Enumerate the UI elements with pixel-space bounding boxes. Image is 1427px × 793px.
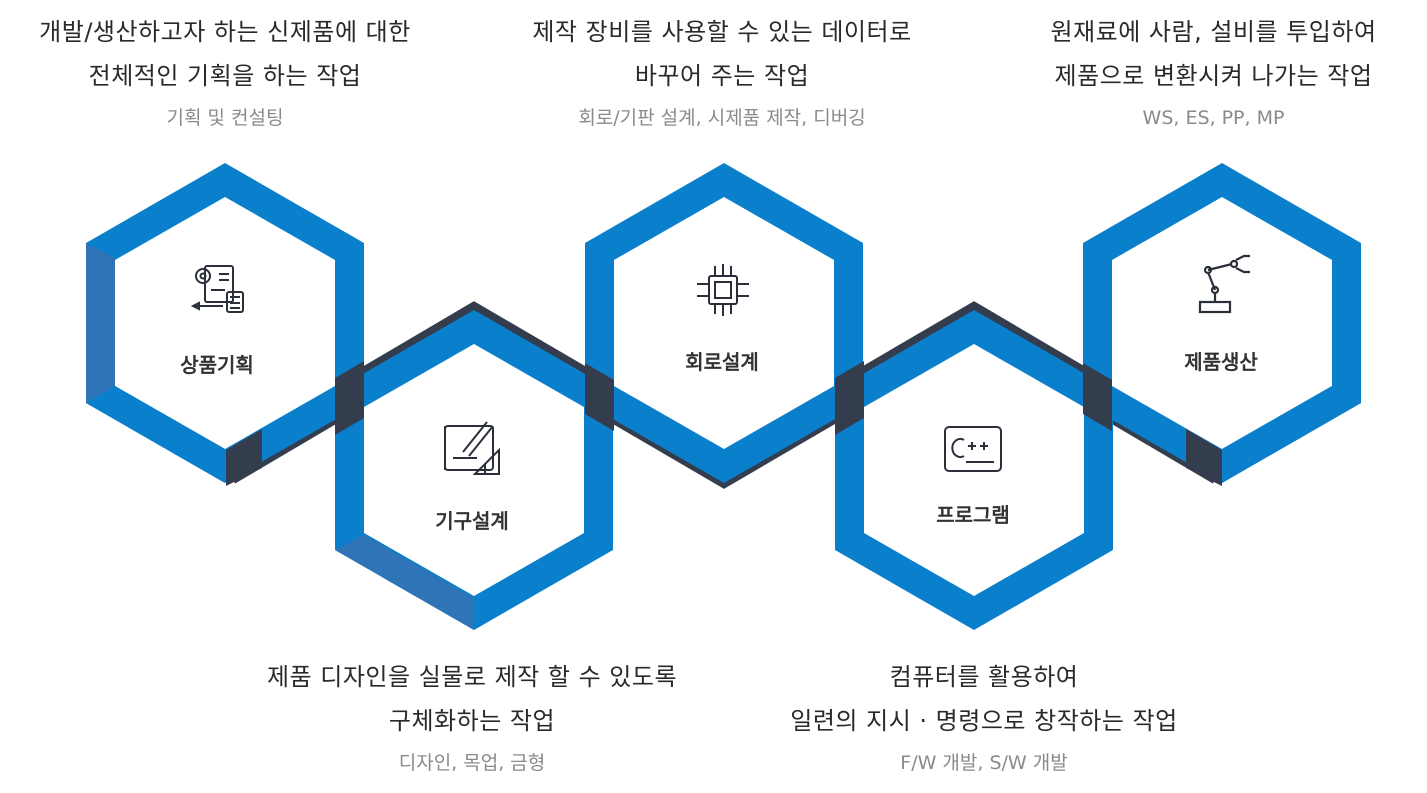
stage-label-planning: 상품기획 xyxy=(180,353,254,377)
description-program: 컴퓨터를 활용하여 일련의 지시 · 명령으로 창작하는 작업 F/W 개발, … xyxy=(732,655,1236,783)
description-program-line-2: 일련의 지시 · 명령으로 창작하는 작업 xyxy=(790,707,1178,735)
cpp-code-icon xyxy=(944,426,1002,472)
hex1-bottom-cover xyxy=(86,386,225,483)
description-circuit-line-1: 제작 장비를 사용할 수 있는 데이터로 xyxy=(532,18,912,46)
description-circuit-line-2: 바꾸어 주는 작업 xyxy=(634,62,810,90)
stage-label-production: 제품생산 xyxy=(1184,350,1258,374)
hexagon-circuit xyxy=(585,163,863,483)
description-production: 원재료에 사람, 설비를 투입하여 제품으로 변환시켜 나가는 작업 WS, E… xyxy=(1000,10,1427,138)
description-production-line-2: 제품으로 변환시켜 나가는 작업 xyxy=(1054,62,1373,90)
description-production-line-1: 원재료에 사람, 설비를 투입하여 xyxy=(1050,18,1377,46)
connector-overlap-4 xyxy=(1083,363,1112,431)
blueprint-drafting-icon xyxy=(444,421,500,475)
hex5-bottom-cover xyxy=(1222,386,1361,483)
connector-overlap-1 xyxy=(335,361,364,435)
connector-end-left xyxy=(226,429,262,486)
planning-document-icon xyxy=(190,265,244,313)
connector-overlap-3 xyxy=(835,361,864,435)
description-planning-detail: 기획 및 컨설팅 xyxy=(166,107,284,129)
description-program-line-1: 컴퓨터를 활용하여 xyxy=(889,663,1079,691)
hexagon-planning xyxy=(86,163,364,483)
connector-end-right xyxy=(1186,429,1222,486)
description-production-detail: WS, ES, PP, MP xyxy=(1142,107,1285,129)
connector-overlap-2 xyxy=(585,363,614,431)
description-circuit: 제작 장비를 사용할 수 있는 데이터로 바꾸어 주는 작업 회로/기판 설계,… xyxy=(492,10,952,138)
stage-label-mechanism: 기구설계 xyxy=(435,509,509,533)
description-mechanism-detail: 디자인, 목업, 금형 xyxy=(398,752,546,774)
description-mechanism-line-2: 구체화하는 작업 xyxy=(388,707,556,735)
description-program-detail: F/W 개발, S/W 개발 xyxy=(900,752,1068,774)
description-planning-line-2: 전체적인 기획을 하는 작업 xyxy=(88,62,362,90)
description-circuit-detail: 회로/기판 설계, 시제품 제작, 디버깅 xyxy=(578,107,866,129)
description-mechanism: 제품 디자인을 실물로 제작 할 수 있도록 구체화하는 작업 디자인, 목업,… xyxy=(217,655,727,783)
description-mechanism-line-1: 제품 디자인을 실물로 제작 할 수 있도록 xyxy=(266,663,678,691)
robot-arm-icon xyxy=(1198,254,1250,314)
stage-label-circuit: 회로설계 xyxy=(685,350,759,374)
hexagon-production xyxy=(1083,163,1361,483)
stage-label-program: 프로그램 xyxy=(936,503,1010,527)
microchip-icon xyxy=(697,264,749,316)
description-planning: 개발/생산하고자 하는 신제품에 대한 전체적인 기획을 하는 작업 기획 및 … xyxy=(0,10,450,138)
description-planning-line-1: 개발/생산하고자 하는 신제품에 대한 xyxy=(39,18,411,46)
